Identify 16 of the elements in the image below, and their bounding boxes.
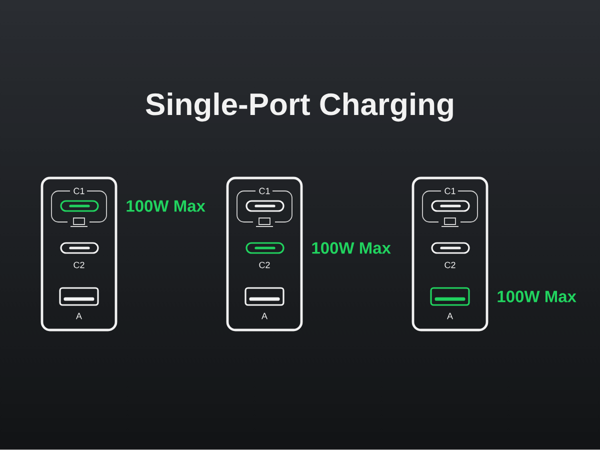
power-label: 100W Max <box>498 290 576 302</box>
port-label: C2 <box>259 262 270 268</box>
port-label: C1 <box>444 188 456 194</box>
port-label: C1 <box>259 188 270 194</box>
power-label: 100W Max <box>126 200 206 212</box>
charger-outline <box>412 176 488 332</box>
power-label: 100W Max <box>312 242 391 254</box>
port-label: A <box>262 312 268 320</box>
port-label: C1 <box>74 188 84 194</box>
charger-outline <box>226 176 303 332</box>
port-label: C2 <box>444 262 456 268</box>
port-label: A <box>447 312 453 320</box>
title: Single-Port Charging <box>146 92 453 122</box>
port-label: C2 <box>74 262 84 268</box>
charger-outline <box>40 176 118 332</box>
port-label: A <box>76 312 82 320</box>
